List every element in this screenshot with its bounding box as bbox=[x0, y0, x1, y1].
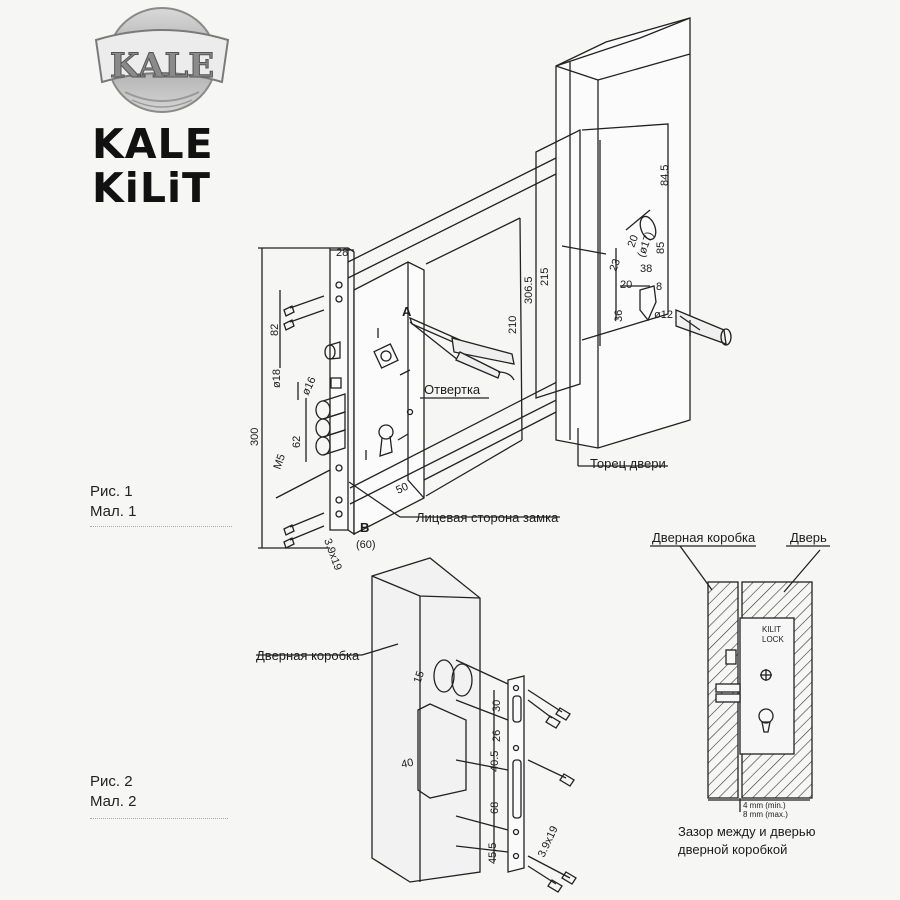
dim-15: 15 bbox=[412, 669, 427, 685]
dim-68: 68 bbox=[489, 802, 501, 814]
lock-faceplate bbox=[329, 247, 349, 531]
label-door-frame-2: Дверная коробка bbox=[652, 530, 756, 545]
dim-23: 23 bbox=[608, 257, 623, 273]
label-lock-brand-1: KILIT bbox=[762, 625, 781, 634]
brand-name-line2: KiLiT bbox=[92, 164, 211, 212]
lock-section bbox=[739, 617, 795, 755]
gap-section-diagram bbox=[650, 545, 830, 812]
dim-26: 26 bbox=[491, 730, 503, 742]
dim-3-9x19: 3.9x19 bbox=[321, 537, 344, 572]
dim-36: 36 bbox=[613, 310, 625, 322]
screwdriver-illustration bbox=[408, 316, 515, 381]
dim-210: 210 bbox=[507, 316, 519, 334]
handle-hole bbox=[639, 215, 657, 241]
fig1-caption: Рис. 1 Мал. 1 bbox=[90, 482, 136, 522]
label-gap-line2: дверной коробкой bbox=[678, 842, 787, 857]
fig2-strike-diagram bbox=[256, 557, 577, 893]
dim-20a: 20 bbox=[626, 233, 641, 249]
lock-body bbox=[353, 261, 425, 536]
fixing-screws bbox=[275, 295, 331, 549]
dim-20b: 20 bbox=[620, 279, 632, 291]
dim-215: 215 bbox=[539, 268, 551, 286]
dim-18: ø18 bbox=[271, 369, 283, 388]
frame-hatched bbox=[707, 581, 739, 799]
logo-banner-shape bbox=[94, 29, 230, 84]
lock-bolts bbox=[315, 341, 346, 456]
cylinder-hole bbox=[378, 424, 394, 440]
door-frame-block bbox=[371, 557, 481, 883]
spindle-square bbox=[373, 343, 399, 369]
strike-plate bbox=[507, 675, 525, 873]
dim-45-5: 45.5 bbox=[487, 843, 499, 864]
fig2-divider bbox=[90, 818, 228, 819]
brand-name-line1: KALE bbox=[92, 120, 214, 168]
label-lock-brand-2: LOCK bbox=[762, 635, 784, 644]
dim-300: 300 bbox=[249, 428, 261, 446]
dim-40: 40 bbox=[400, 757, 414, 771]
fig2-caption-ru: Рис. 2 bbox=[90, 773, 133, 790]
dim-28: 28 bbox=[336, 247, 348, 259]
fig2-caption-uk: Мал. 2 bbox=[90, 793, 137, 810]
dim-30: 30 bbox=[491, 700, 503, 712]
dim-50: 50 bbox=[394, 481, 410, 497]
label-screwdriver: Отвертка bbox=[424, 382, 481, 397]
dim-62: 62 bbox=[291, 436, 303, 448]
door-block bbox=[535, 17, 732, 467]
dim-8: 8 bbox=[656, 281, 662, 293]
dim-82: 82 bbox=[269, 324, 281, 336]
dim-306-5: 306.5 bbox=[523, 276, 535, 304]
label-point-a: A bbox=[402, 304, 412, 319]
dim-12: ø12 bbox=[654, 309, 673, 321]
brand-logo: KALE bbox=[94, 7, 230, 113]
dim-m5: M5 bbox=[272, 453, 289, 471]
dim-85: 85 bbox=[655, 242, 667, 254]
label-door-frame: Дверная коробка bbox=[256, 648, 360, 663]
lock-cylinder bbox=[675, 309, 732, 346]
fig2-caption: Рис. 2 Мал. 2 bbox=[90, 772, 136, 812]
logo-text: KALE bbox=[110, 46, 214, 86]
label-gap-line1: Зазор между и дверью bbox=[678, 824, 816, 839]
fig1-caption-ru: Рис. 1 bbox=[90, 483, 133, 500]
dim-40-5: 40.5 bbox=[489, 751, 501, 772]
dim-60: (60) bbox=[356, 539, 376, 551]
label-door-edge: Торец двери bbox=[590, 456, 666, 471]
dim-16: ø16 bbox=[300, 375, 319, 397]
fig1-lock-diagram bbox=[258, 137, 597, 549]
label-door: Дверь bbox=[790, 530, 827, 545]
label-lock-face: Лицевая сторона замка bbox=[416, 510, 559, 525]
label-gap-min: 4 mm (min.) bbox=[743, 801, 786, 810]
dim-38: 38 bbox=[640, 263, 652, 275]
fig1-caption-uk: Мал. 1 bbox=[90, 503, 137, 520]
label-point-b: B bbox=[360, 520, 369, 535]
cylinder-cutout bbox=[639, 285, 657, 322]
fig1-divider bbox=[90, 526, 232, 527]
label-gap-max: 8 mm (max.) bbox=[743, 810, 788, 819]
dim-84-5: 84.5 bbox=[659, 165, 671, 186]
dim-3-9x19-b: 3.9x19 bbox=[536, 824, 561, 859]
